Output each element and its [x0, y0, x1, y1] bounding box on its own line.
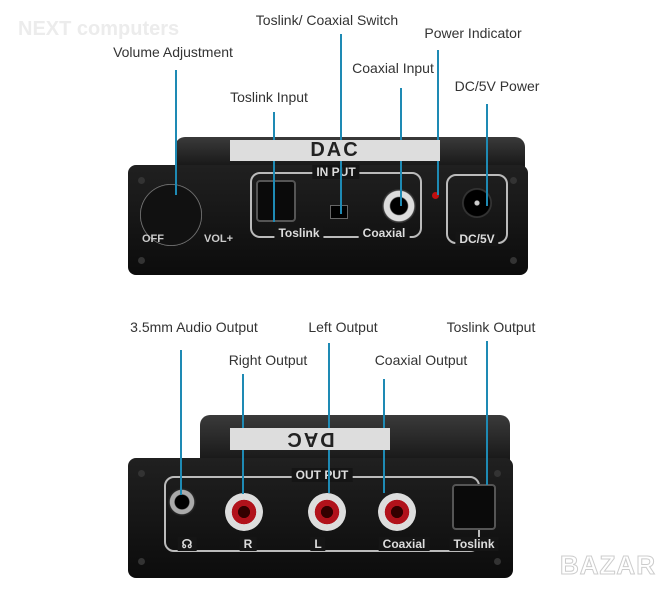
callout-coaxial-input: Coaxial Input	[352, 60, 434, 76]
power-indicator-led	[432, 192, 439, 199]
callout-dc-power: DC/5V Power	[454, 78, 540, 94]
callout-line	[340, 34, 342, 214]
dc-label: DC/5V	[455, 232, 499, 246]
toslink-input-port[interactable]	[256, 180, 296, 222]
callout-toslink-output: Toslink Output	[446, 319, 536, 335]
callout-audio-35mm: 3.5mm Audio Output	[130, 319, 258, 335]
headphone-icon: ☊	[177, 537, 197, 551]
watermark-bazar: BAZAR	[560, 550, 656, 581]
toslink-coaxial-switch[interactable]	[330, 205, 348, 219]
knob-off-label: OFF	[142, 233, 164, 245]
callout-toslink-input: Toslink Input	[230, 89, 308, 105]
output-coaxial-label: Coaxial	[378, 537, 430, 551]
callout-line	[180, 350, 182, 495]
output-group-title: OUT PUT	[291, 468, 353, 482]
callout-line	[273, 112, 275, 222]
volume-knob[interactable]	[140, 184, 202, 246]
callout-line	[175, 70, 177, 195]
callout-line	[328, 343, 330, 493]
coaxial-input-port[interactable]	[382, 189, 416, 223]
watermark-next-computers: NEXT computers	[18, 18, 180, 40]
callout-line	[437, 50, 439, 195]
callout-line	[486, 104, 488, 206]
toslink-output-port[interactable]	[452, 484, 496, 530]
bottom-dac-badge: DAC	[230, 428, 390, 450]
coaxial-output-rca[interactable]	[378, 493, 416, 531]
callout-volume: Volume Adjustment	[113, 44, 233, 60]
callout-coaxial-output: Coaxial Output	[374, 352, 468, 368]
right-output-rca[interactable]	[225, 493, 263, 531]
input-coaxial-label: Coaxial	[358, 226, 410, 240]
output-l-label: L	[310, 537, 326, 551]
callout-right-output: Right Output	[228, 352, 308, 368]
output-toslink-label: Toslink	[449, 537, 499, 551]
top-dac-badge: DAC	[230, 140, 440, 161]
callout-left-output: Left Output	[308, 319, 378, 335]
output-r-label: R	[239, 537, 257, 551]
audio-35mm-output-jack[interactable]	[168, 488, 196, 516]
input-group-title: IN PUT	[312, 165, 360, 179]
callout-line	[486, 341, 488, 485]
input-toslink-label: Toslink	[274, 226, 324, 240]
callout-switch: Toslink/ Coaxial Switch	[255, 12, 399, 28]
knob-vol-label: VOL+	[204, 233, 234, 245]
callout-power-indicator: Power Indicator	[424, 25, 522, 41]
left-output-rca[interactable]	[308, 493, 346, 531]
